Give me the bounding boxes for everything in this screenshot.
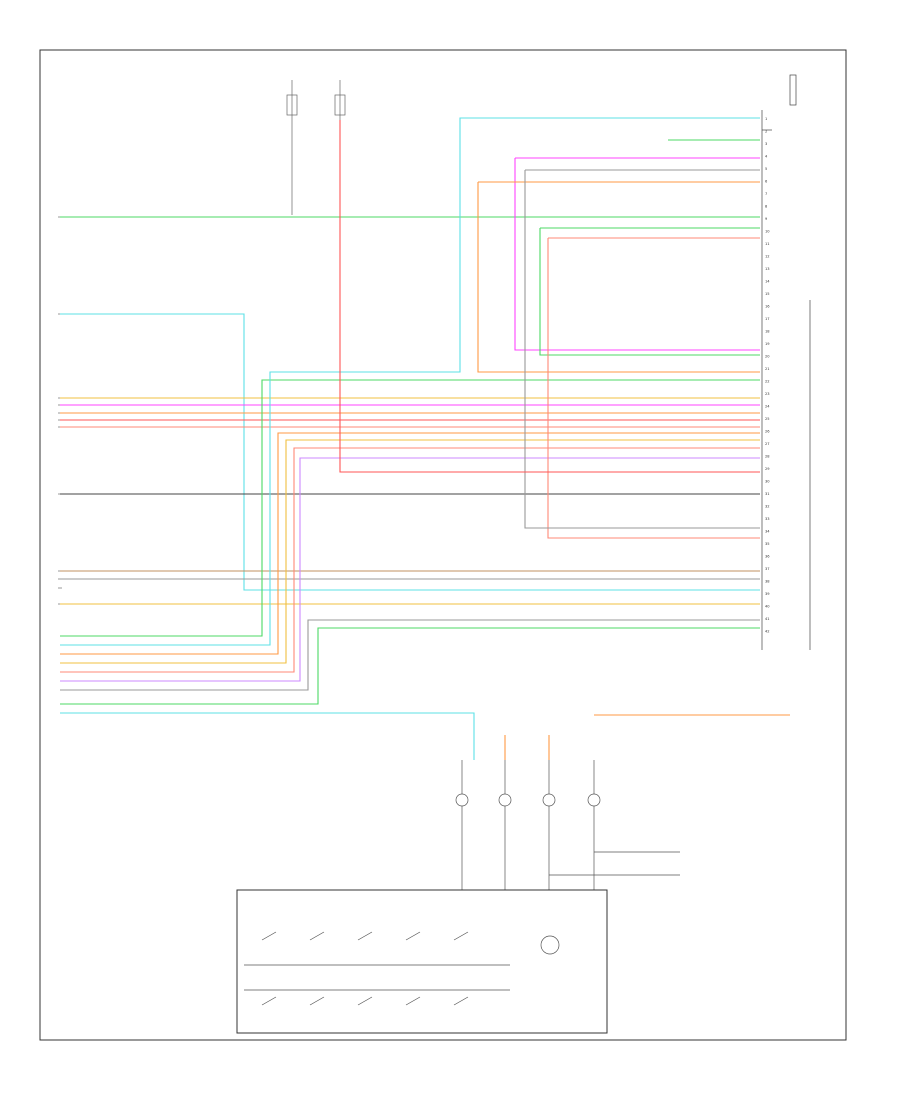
fuse-block <box>286 80 346 215</box>
switch-contact <box>309 996 325 1006</box>
switch-contact <box>261 931 277 941</box>
pin-label: 27 <box>765 442 770 446</box>
pin-label: 16 <box>765 305 770 309</box>
pin-label: 10 <box>765 230 770 234</box>
pin-label: 23 <box>765 392 770 396</box>
pin-label: 31 <box>765 492 770 496</box>
wire-salmon <box>60 447 760 673</box>
pin-label: 39 <box>765 592 770 596</box>
wire-gray <box>60 619 760 691</box>
pin-label: 21 <box>765 367 770 371</box>
wire-green <box>60 379 760 637</box>
pin-label: 1 <box>765 117 767 121</box>
pin-label: 9 <box>765 217 768 221</box>
connector-pin-labels: 1234567891011121314151617181920212223242… <box>765 117 770 634</box>
pin-label: 15 <box>765 292 770 296</box>
pin-label: 32 <box>765 505 770 509</box>
wire-salmon <box>547 238 760 539</box>
pin-label: 40 <box>765 605 770 609</box>
wire-orange <box>477 182 760 373</box>
pin-label: 17 <box>765 317 770 321</box>
switch-contact <box>309 931 325 941</box>
pin-label: 19 <box>765 342 770 346</box>
pin-label: 13 <box>765 267 770 271</box>
pin-label: 34 <box>765 530 770 534</box>
wire-green <box>539 228 760 356</box>
pin-label: 33 <box>765 517 770 521</box>
pin-label: 25 <box>765 417 770 421</box>
diagram-frame <box>39 49 847 1041</box>
wire-cyan <box>60 117 760 646</box>
switch-contact <box>357 931 373 941</box>
pin-label: 24 <box>765 405 770 409</box>
pin-label: 20 <box>765 355 770 359</box>
wire-yellow <box>60 439 760 664</box>
pin-label: 37 <box>765 567 770 571</box>
switch-contact <box>453 996 469 1006</box>
left-connector <box>58 216 62 605</box>
ground-splices <box>455 760 680 890</box>
switch-contact <box>405 996 421 1006</box>
pin-label: 42 <box>765 630 770 634</box>
right-module-connector <box>761 74 811 650</box>
wire-red <box>339 120 760 473</box>
pin-label: 35 <box>765 542 770 546</box>
pin-label: 22 <box>765 380 770 384</box>
wire-gray <box>524 170 760 529</box>
wire-orange <box>60 432 760 655</box>
wire-cyan <box>60 712 475 760</box>
switch-contact <box>357 996 373 1006</box>
pin-label: 7 <box>765 192 767 196</box>
switch-contact <box>405 931 421 941</box>
pin-label: 18 <box>765 330 770 334</box>
switch-contact <box>453 931 469 941</box>
pin-label: 5 <box>765 167 767 171</box>
pin-label: 30 <box>765 480 770 484</box>
switch-contact <box>261 996 277 1006</box>
pin-label: 8 <box>765 205 768 209</box>
wire-green <box>60 627 760 705</box>
switch-assembly <box>236 889 608 1034</box>
wire-magenta <box>514 158 760 351</box>
pin-label: 29 <box>765 467 770 471</box>
pin-label: 28 <box>765 455 770 459</box>
pin-label: 3 <box>765 142 767 146</box>
pin-label: 11 <box>765 242 770 246</box>
pin-label: 26 <box>765 430 770 434</box>
wire-cyan <box>60 313 760 591</box>
pin-label: 14 <box>765 280 770 284</box>
pin-label: 2 <box>765 130 767 134</box>
pin-label: 4 <box>765 155 768 159</box>
pin-label: 12 <box>765 255 770 259</box>
pin-label: 36 <box>765 555 770 559</box>
wire-harness <box>60 117 790 760</box>
pin-label: 41 <box>765 617 770 621</box>
wire-violet <box>60 457 760 682</box>
pin-label: 38 <box>765 580 770 584</box>
pin-label: 6 <box>765 180 768 184</box>
